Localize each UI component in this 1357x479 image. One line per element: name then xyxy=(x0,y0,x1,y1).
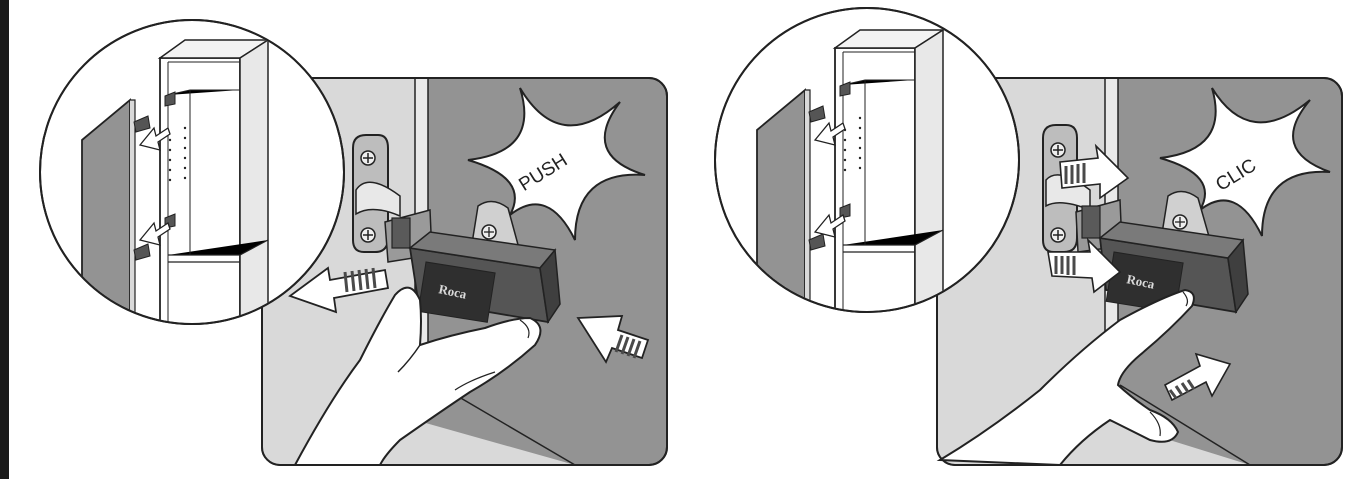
margin-bar xyxy=(0,0,9,479)
step-clic-panel: CLIC Roca xyxy=(715,8,1342,465)
step-push-panel: PUSH Roca xyxy=(40,20,667,465)
